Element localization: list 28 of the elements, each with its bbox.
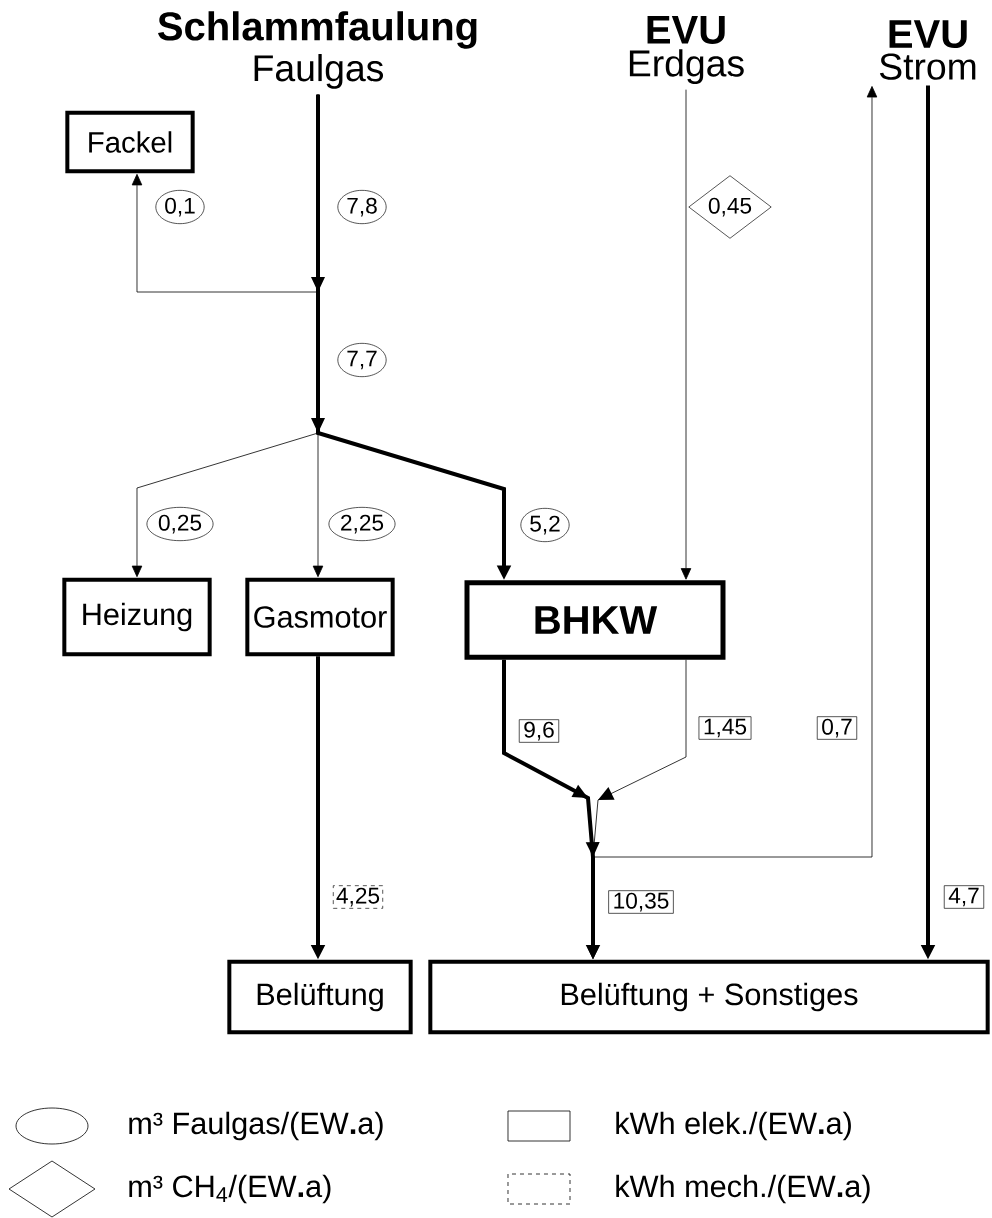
value-tag: 7,7 bbox=[337, 343, 387, 377]
legend-entry: m³ Faulgas/(EW.a) bbox=[15, 1107, 383, 1145]
process-box: Belüftung bbox=[227, 959, 413, 1035]
value-tag: 2,25 bbox=[328, 507, 396, 541]
legend-entry: kWh mech./(EW.a) bbox=[507, 1173, 870, 1205]
process-box: Fackel bbox=[65, 110, 195, 174]
source-label: Schlammfaulung Faulgas bbox=[158, 11, 477, 89]
arrow bbox=[680, 89, 692, 580]
value-tag: 0,45 bbox=[688, 175, 772, 239]
value-tag: 9,6 bbox=[518, 719, 560, 743]
value-tag: 5,2 bbox=[520, 508, 570, 542]
process-box: Gasmotor bbox=[245, 577, 395, 657]
source-label: EVU Strom bbox=[879, 20, 976, 80]
value-tag: 0,1 bbox=[155, 190, 205, 224]
legend-entry: kWh elek./(EW.a) bbox=[507, 1110, 851, 1142]
value-tag: 10,35 bbox=[608, 890, 674, 914]
value-tag: 1,45 bbox=[698, 716, 752, 740]
legend-entry: m³ CH$_{4}$/(EW.a) bbox=[8, 1160, 331, 1218]
value-tag: 0,25 bbox=[146, 507, 214, 541]
source-label: EVU Erdgas bbox=[629, 16, 744, 84]
value-tag: 7,8 bbox=[337, 190, 387, 224]
value-tag: 4,25 bbox=[332, 885, 384, 909]
value-tag: 4,7 bbox=[943, 885, 985, 909]
arrow bbox=[587, 659, 687, 960]
process-box: Belüftung + Sonstiges bbox=[428, 959, 990, 1035]
value-tag: 0,7 bbox=[816, 716, 858, 740]
process-box: BHKW bbox=[464, 580, 726, 660]
process-box: Heizung bbox=[62, 577, 212, 657]
